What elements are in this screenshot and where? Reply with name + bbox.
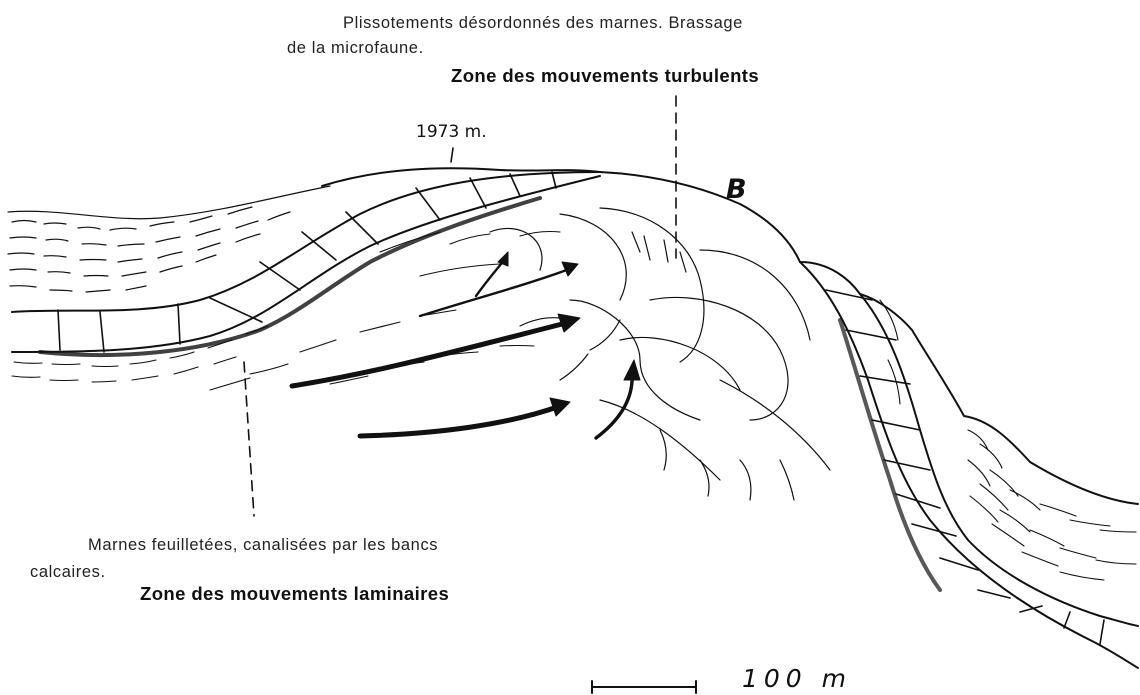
flow-arrow-lower <box>360 406 560 436</box>
summit-elevation-label: 1973 m. <box>416 122 487 142</box>
flow-arrow-middle <box>420 268 572 316</box>
turbulent-caption: Plissotements désordonnés des marnes. Br… <box>343 14 743 33</box>
limestone-bed-right <box>800 262 1138 668</box>
dark-seam <box>40 198 540 355</box>
laminar-caption-cont: calcaires. <box>30 563 106 582</box>
scale-bar <box>592 681 696 693</box>
limestone-bed <box>12 172 600 352</box>
turbulent-swirls <box>490 208 830 500</box>
laminar-zone-boundary <box>244 362 254 516</box>
flow-arrow-long <box>292 322 570 386</box>
scale-bar-label: 100 m <box>742 664 852 693</box>
summit-tick <box>451 148 453 162</box>
turbulent-caption-cont: de la microfaune. <box>287 39 424 58</box>
laminar-caption: Marnes feuilletées, canalisées par les b… <box>88 536 438 555</box>
turbulent-zone-title: Zone des mouvements turbulents <box>451 65 759 87</box>
upper-marl-left <box>8 186 330 292</box>
point-b-label: B <box>726 174 747 205</box>
laminar-zone-title: Zone des mouvements laminaires <box>140 583 449 605</box>
